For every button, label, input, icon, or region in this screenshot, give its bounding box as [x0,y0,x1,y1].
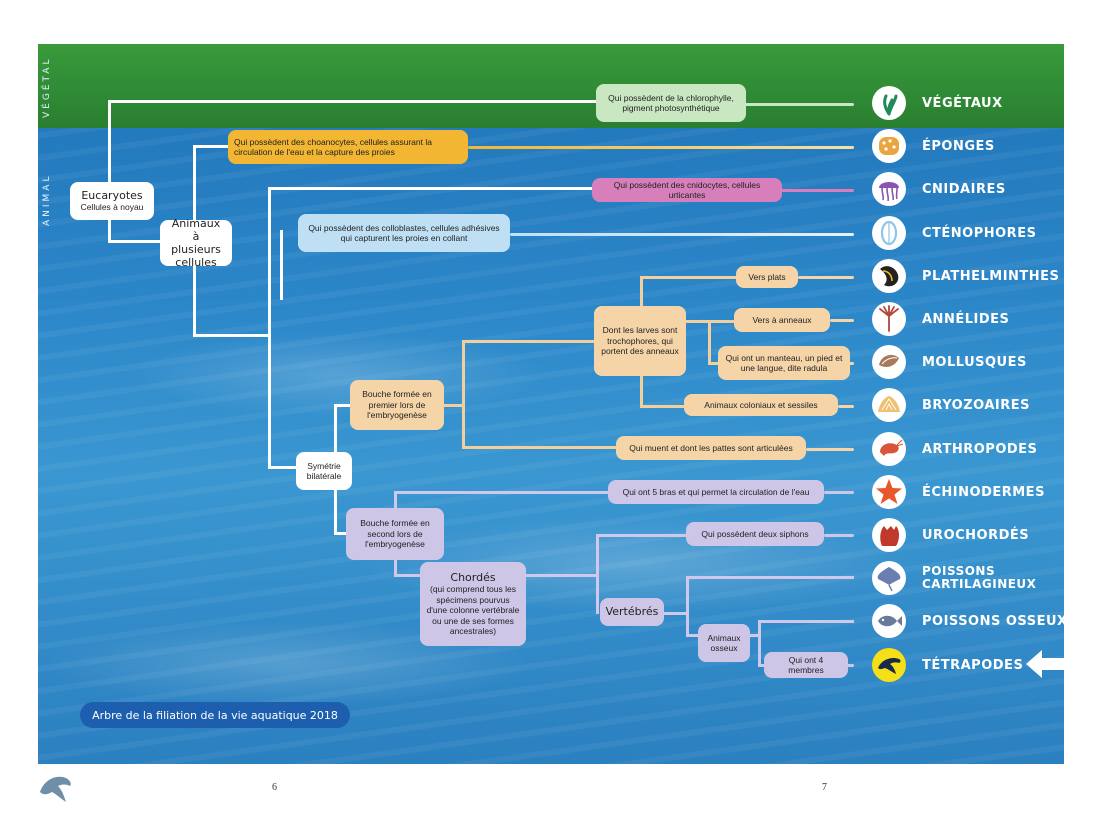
group-label: TÉTRAPODES [922,657,1024,673]
trochophore-node: Dont les larves sont trochophores, qui p… [594,306,686,376]
flatworms-node: Vers plats [736,266,798,288]
eucaryotes-title: Eucaryotes [81,189,143,203]
cnidocytes-node: Qui possèdent des cnidocytes, cellules u… [592,178,782,202]
group-label: ÉCHINODERMES [922,484,1045,500]
arrow-left-icon [1026,650,1066,678]
siphons-node: Qui possèdent deux siphons [686,522,824,546]
bryozoan-icon [872,388,906,423]
group-label: BRYOZOAIRES [922,398,1030,414]
shrimp-icon [872,431,906,466]
group-label: ARTHROPODES [922,441,1038,457]
comb-jelly-icon [872,215,906,250]
ringworms-node: Vers à anneaux [734,308,830,332]
eucaryotes-subtitle: Cellules à noyau [80,202,144,213]
group-label: MOLLUSQUES [922,355,1027,371]
group-label: PLATHELMINTHES [922,268,1060,284]
group-label: ÉPONGES [922,139,995,155]
group-label: VÉGÉTAUX [922,96,1003,111]
group-label: ANNÉLIDES [922,312,1010,327]
group-label: UROCHORDÉS [922,528,1030,543]
diagram-panel: VÉGÉTAL ANIMAL [38,44,1064,764]
chlorophyll-node: Qui possèdent de la chlorophylle, pigmen… [596,84,746,122]
colloblasts-node: Qui possèdent des colloblastes, cellules… [298,214,510,252]
five-arms-node: Qui ont 5 bras et qui permet la circulat… [608,480,824,504]
chordates-subtitle: (qui comprend tous les spécimens pourvus… [426,584,520,637]
protostome-node: Bouche formée en premier lors de l'embry… [350,380,444,430]
vertebrates-node: Vertébrés [600,598,664,626]
mantle-node: Qui ont un manteau, un pied et une langu… [718,346,850,380]
sponge-icon [872,129,906,164]
chordates-title: Chordés [450,571,496,585]
multicellular-node: Animaux à plusieurs cellules [160,217,232,269]
dolphin-logo-icon [40,776,71,802]
dolphin-icon [872,647,906,682]
chordates-node: Chordés (qui comprend tous les spécimens… [420,562,526,646]
vegetal-band [38,44,1064,128]
jellyfish-icon [872,172,906,207]
group-label: POISSONS CARTILAGINEUX [922,564,1037,592]
choanocytes-node: Qui possèdent des choanocytes, cellules … [228,130,468,164]
ray-icon [872,561,906,596]
molting-node: Qui muent et dont les pattes sont articu… [616,436,806,460]
page-number-right: 7 [822,782,827,793]
group-label: CTÉNOPHORES [922,225,1037,241]
eucaryotes-node: Eucaryotes Cellules à noyau [70,182,154,220]
starfish-icon [872,474,906,509]
bilateral-node: Symétrie bilatérale [296,452,352,490]
flatworm-icon [872,258,906,293]
four-limbs-node: Qui ont 4 membres [764,652,848,678]
tubeworm-icon [872,302,906,336]
bony-node: Animaux osseux [698,624,750,662]
vegetal-side-label: VÉGÉTAL [42,56,52,118]
group-label: CNIDAIRES [922,182,1006,198]
group-label: POISSONS OSSEUX [922,614,1068,630]
page-number-left: 6 [272,782,277,793]
deuterostome-node: Bouche formée en second lors de l'embryo… [346,508,444,560]
fish-icon [872,604,906,639]
shell-icon [872,345,906,380]
seaweed-icon [872,86,906,120]
diagram-title: Arbre de la filiation de la vie aquatiqu… [80,702,350,728]
sea-squirt-icon [872,518,906,552]
animal-side-label: ANIMAL [42,173,52,227]
colonial-node: Animaux coloniaux et sessiles [684,394,838,416]
